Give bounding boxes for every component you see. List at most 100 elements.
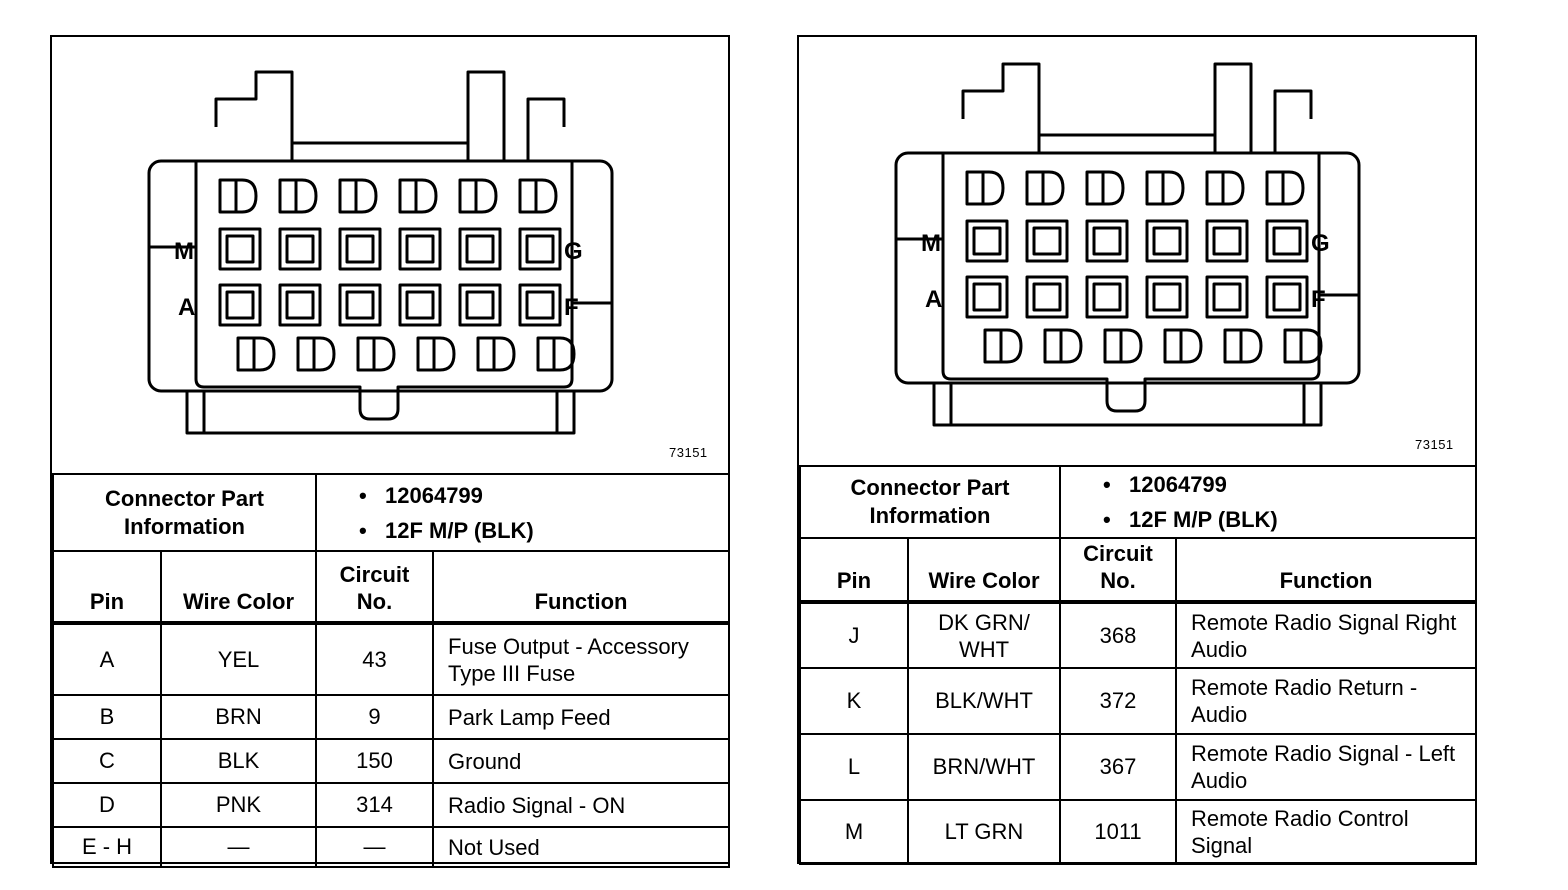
table-row: L BRN/WHT 367 Remote Radio Signal - Left… bbox=[799, 733, 1478, 801]
terminal-square-inner bbox=[1092, 282, 1122, 312]
terminal-top bbox=[458, 178, 498, 214]
function-cell: Not Used bbox=[432, 826, 731, 868]
terminal-square bbox=[338, 227, 382, 271]
latch-right-inner bbox=[466, 70, 506, 161]
wire-color-cell: BRN/WHT bbox=[906, 733, 1062, 801]
connector-cavity bbox=[941, 153, 1321, 413]
terminal-top bbox=[278, 178, 318, 214]
connector-shell bbox=[147, 159, 614, 393]
terminal-square-inner bbox=[405, 290, 435, 320]
terminal-square-inner bbox=[345, 234, 375, 264]
connector-body bbox=[147, 70, 614, 435]
connector-diagram-left: M G A F bbox=[147, 70, 614, 435]
function-cell: Ground bbox=[432, 738, 731, 784]
pin-cell: J bbox=[799, 600, 909, 669]
terminal-top bbox=[518, 178, 558, 214]
terminal-square bbox=[1205, 219, 1249, 263]
latch-right bbox=[1273, 89, 1313, 153]
terminal-bottom bbox=[476, 336, 516, 372]
terminal-square-inner bbox=[972, 226, 1002, 256]
terminal-square bbox=[518, 283, 562, 327]
terminal-square-inner bbox=[1212, 226, 1242, 256]
pin-label-g: G bbox=[1311, 230, 1330, 257]
pin-cell: L bbox=[799, 733, 909, 801]
latch-left bbox=[961, 62, 1041, 153]
terminal-square-inner bbox=[465, 234, 495, 264]
table-row: J DK GRN/ WHT 368 Remote Radio Signal Ri… bbox=[799, 600, 1478, 669]
connector-skirt bbox=[185, 391, 576, 435]
connector-part-info-values: 12064799 12F M/P (BLK) bbox=[1059, 465, 1478, 539]
pin-cell: B bbox=[52, 694, 162, 740]
terminal-square bbox=[278, 227, 322, 271]
terminal-top bbox=[1205, 170, 1245, 206]
terminal-square bbox=[1085, 275, 1129, 319]
header-wire-color: Wire Color bbox=[906, 537, 1062, 603]
pin-label-a: A bbox=[178, 294, 195, 321]
pin-label-f: F bbox=[564, 294, 579, 321]
terminal-square bbox=[458, 283, 502, 327]
latch-left bbox=[214, 70, 294, 161]
terminal-square bbox=[458, 227, 502, 271]
pin-cell: C bbox=[52, 738, 162, 784]
header-function: Function bbox=[432, 550, 731, 624]
connector-table-left: Connector Part Information 12064799 12F … bbox=[51, 473, 731, 868]
terminal-square-inner bbox=[972, 282, 1002, 312]
terminal-square-inner bbox=[345, 290, 375, 320]
pin-cell: K bbox=[799, 667, 909, 735]
pin-label-g: G bbox=[564, 238, 583, 265]
function-cell: Fuse Output - Accessory Type III Fuse bbox=[432, 621, 731, 696]
latch-right bbox=[526, 97, 566, 161]
terminal-square bbox=[218, 283, 262, 327]
terminal-square-inner bbox=[1152, 282, 1182, 312]
function-cell: Remote Radio Signal Right Audio bbox=[1175, 600, 1478, 669]
terminal-bottom bbox=[356, 336, 396, 372]
terminal-square-inner bbox=[1032, 226, 1062, 256]
terminal-top bbox=[218, 178, 258, 214]
part-number: 12064799 bbox=[1103, 467, 1475, 502]
table-row: K BLK/WHT 372 Remote Radio Return - Audi… bbox=[799, 667, 1478, 735]
terminal-square bbox=[1145, 219, 1189, 263]
terminal-square bbox=[1085, 219, 1129, 263]
function-cell: Remote Radio Return - Audio bbox=[1175, 667, 1478, 735]
function-cell: Remote Radio Control Signal bbox=[1175, 799, 1478, 865]
circuit-cell: 368 bbox=[1059, 600, 1178, 669]
terminal-bottom bbox=[536, 336, 576, 372]
terminal-bottom bbox=[296, 336, 336, 372]
terminal-bottom bbox=[236, 336, 276, 372]
connector-skirt bbox=[932, 383, 1323, 427]
terminal-square bbox=[1265, 275, 1309, 319]
wire-color-cell: — bbox=[159, 826, 318, 868]
terminal-square bbox=[1025, 275, 1069, 319]
pin-label-a: A bbox=[925, 286, 942, 313]
terminal-square bbox=[518, 227, 562, 271]
pin-cell: D bbox=[52, 782, 162, 828]
terminal-square-inner bbox=[285, 234, 315, 264]
connector-body bbox=[894, 62, 1361, 427]
terminal-square bbox=[1145, 275, 1189, 319]
terminal-square-inner bbox=[285, 290, 315, 320]
function-cell: Radio Signal - ON bbox=[432, 782, 731, 828]
pin-label-m: M bbox=[174, 238, 194, 265]
pin-cell: E - H bbox=[52, 826, 162, 868]
table-row: A YEL 43 Fuse Output - Accessory Type II… bbox=[52, 621, 731, 696]
wire-color-cell: YEL bbox=[159, 621, 318, 696]
terminal-square bbox=[1205, 275, 1249, 319]
wire-color-cell: DK GRN/ WHT bbox=[906, 600, 1062, 669]
terminal-bottom bbox=[1043, 328, 1083, 364]
connector-table-right: Connector Part Information 12064799 12F … bbox=[798, 465, 1478, 865]
latch-right-inner bbox=[1213, 62, 1253, 153]
terminal-square bbox=[218, 227, 262, 271]
circuit-cell: 1011 bbox=[1059, 799, 1178, 865]
terminal-top bbox=[338, 178, 378, 214]
table-row: B BRN 9 Park Lamp Feed bbox=[52, 694, 731, 740]
terminal-bottom bbox=[1163, 328, 1203, 364]
function-cell: Remote Radio Signal - Left Audio bbox=[1175, 733, 1478, 801]
circuit-cell: 367 bbox=[1059, 733, 1178, 801]
function-cell: Park Lamp Feed bbox=[432, 694, 731, 740]
terminal-bottom bbox=[416, 336, 456, 372]
pin-label-m: M bbox=[921, 230, 941, 257]
table-row: M LT GRN 1011 Remote Radio Control Signa… bbox=[799, 799, 1478, 865]
terminal-bottom bbox=[1103, 328, 1143, 364]
